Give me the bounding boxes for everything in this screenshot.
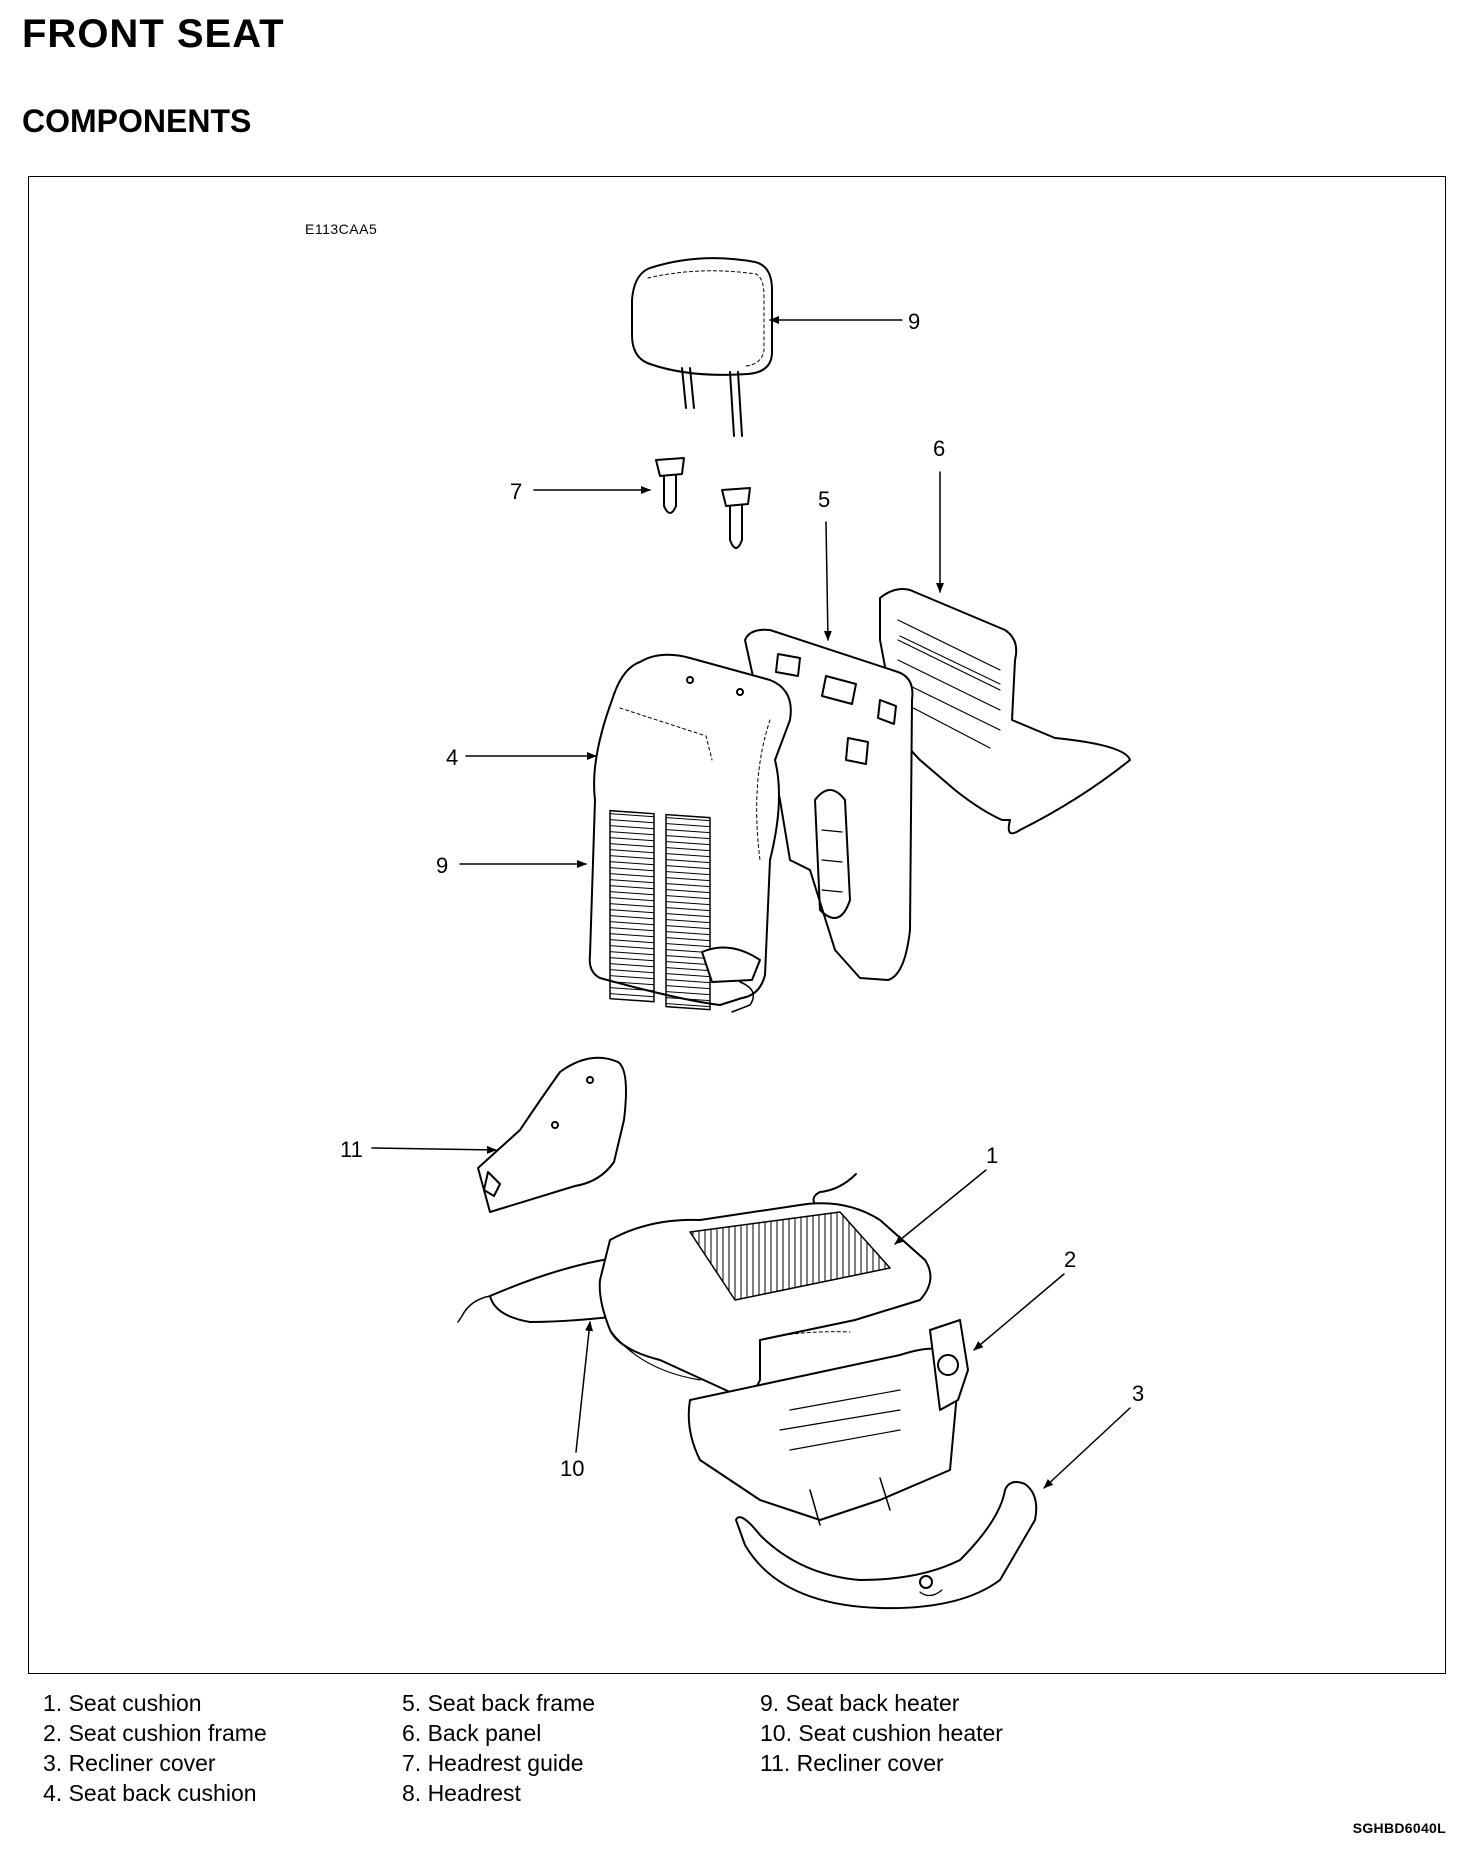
callout-label: 10 xyxy=(560,1456,584,1481)
seat-cushion-part xyxy=(598,1202,932,1396)
legend-item: 3. Recliner cover xyxy=(43,1750,216,1776)
diagram-frame xyxy=(28,176,1446,1674)
headrest-guide-part xyxy=(655,457,751,549)
callout-label: 4 xyxy=(446,745,458,770)
seat-back-cushion-part xyxy=(588,653,792,1013)
legend-item: 8. Headrest xyxy=(402,1780,521,1806)
callout-label: 6 xyxy=(933,436,945,461)
section-title: COMPONENTS E113CAA5 xyxy=(22,103,377,237)
legend-item: 11. Recliner cover xyxy=(760,1750,944,1776)
legend-item: 7. Headrest guide xyxy=(402,1750,584,1776)
callout-label: 7 xyxy=(510,479,522,504)
legend-item: 1. Seat cushion xyxy=(43,1690,202,1716)
callout-label: 2 xyxy=(1064,1247,1076,1272)
recliner-cover-part xyxy=(735,1481,1038,1610)
legend-item: 10. Seat cushion heater xyxy=(760,1720,1003,1746)
leader-lines xyxy=(371,316,1131,1489)
callout-label: 1 xyxy=(986,1143,998,1168)
callout-label: 3 xyxy=(1132,1381,1144,1406)
callout-labels: 9 6 7 5 4 9 11 1 2 3 10 xyxy=(340,309,1144,1481)
legend-item: 5. Seat back frame xyxy=(402,1690,596,1716)
legend-item: 6. Back panel xyxy=(402,1720,542,1746)
seat-cushion-frame-part xyxy=(687,1319,969,1526)
callout-label: 5 xyxy=(818,487,830,512)
page-title: FRONT SEAT xyxy=(22,12,285,56)
legend-column-1: 1. Seat cushion 2. Seat cushion frame 3.… xyxy=(43,1688,267,1808)
callout-label: 11 xyxy=(340,1137,363,1162)
section-title-text: COMPONENTS xyxy=(22,103,252,139)
headrest-part xyxy=(631,257,773,437)
legend-item: 4. Seat back cushion xyxy=(43,1780,257,1806)
section-code: E113CAA5 xyxy=(305,221,378,237)
legend-item: 9. Seat back heater xyxy=(760,1690,960,1716)
callout-label: 9 xyxy=(908,309,920,334)
legend-column-3: 9. Seat back heater 10. Seat cushion hea… xyxy=(760,1688,1003,1778)
legend-item: 2. Seat cushion frame xyxy=(43,1720,267,1746)
callout-label: 9 xyxy=(436,853,448,878)
figure-code: SGHBD6040L xyxy=(1352,1820,1446,1836)
recliner-cover-inner-part xyxy=(477,1056,627,1213)
back-panel-part xyxy=(879,588,1131,835)
legend-column-2: 5. Seat back frame 6. Back panel 7. Head… xyxy=(402,1688,595,1808)
